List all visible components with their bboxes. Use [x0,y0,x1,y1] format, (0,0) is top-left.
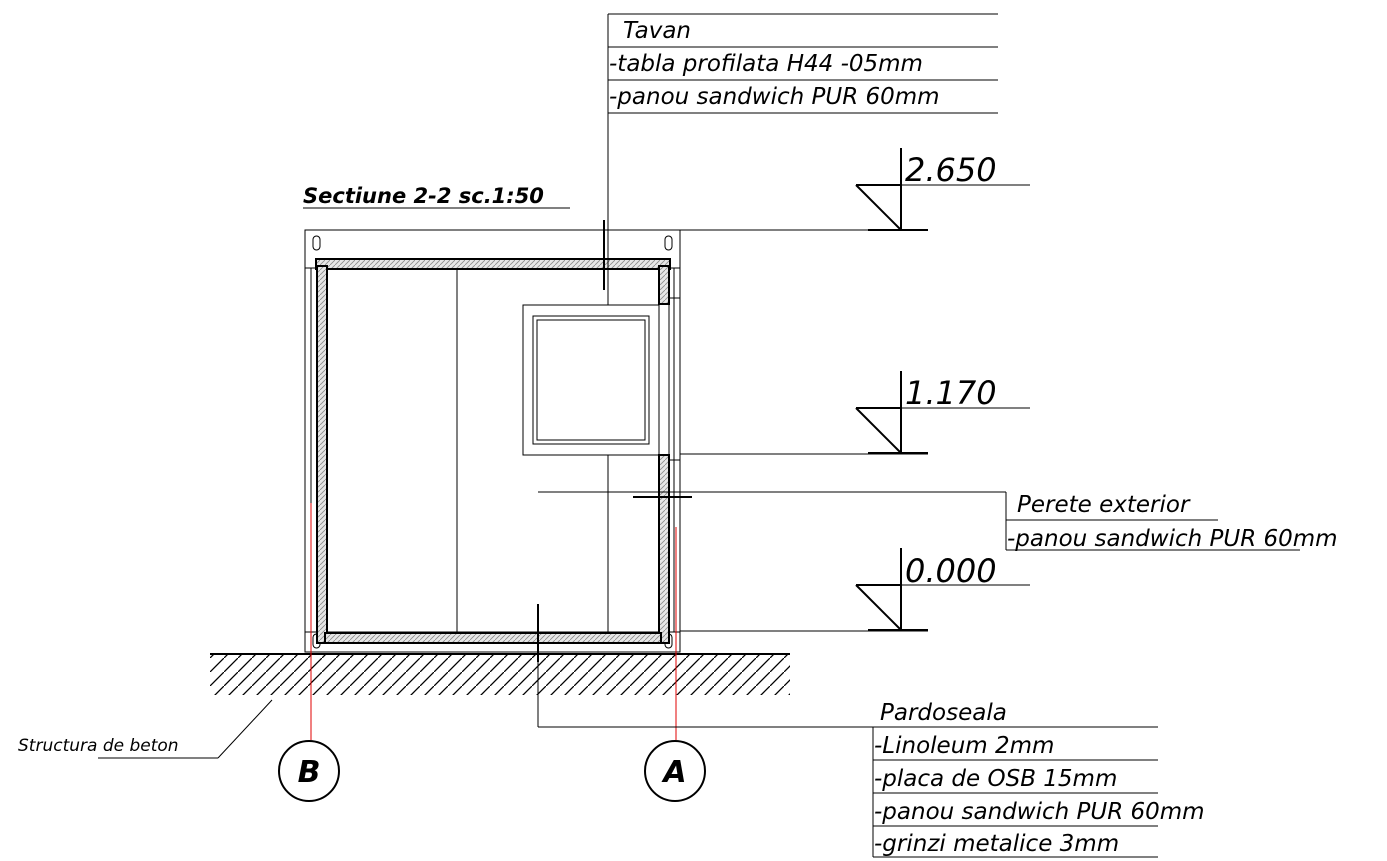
axis-label-b: B [298,755,321,790]
right-wall-panel-lower [658,454,670,644]
level-marker-top: 2.650 [855,148,1030,231]
axis-b: B [278,503,340,802]
soil-hatch [210,655,790,695]
axis-a: A [644,527,706,802]
level-marker-zero: 0.000 [855,548,1030,631]
corner-hole-icon [664,235,673,251]
corner-hole-icon [312,235,321,251]
window-sill-profile [668,297,681,461]
wall-heading: Perete exterior [1017,492,1191,518]
floor-layer: -panou sandwich PUR 60mm [874,799,1205,825]
level-lines [680,229,928,632]
wall-callout: Perete exterior -panou sandwich PUR 60mm [538,491,1338,552]
level-value-top: 2.650 [905,151,997,189]
level-triangle-icon [855,407,902,454]
axis-bubble-b [278,740,340,802]
floor-heading: Pardoseala [880,700,1007,726]
sandwich-panels [315,258,671,644]
window-glass [536,319,646,441]
level-marker-mid: 1.170 [855,371,1030,454]
axis-label-a: A [661,755,686,790]
level-triangle-icon [855,584,902,631]
level-triangle-icon [855,184,902,231]
floor-panel [324,632,662,644]
floor-layer: -placa de OSB 15mm [874,766,1117,792]
ceiling-callout: Tavan -tabla profilata H44 -05mm -panou … [603,13,998,300]
wall-layer: -panou sandwich PUR 60mm [1007,526,1338,552]
floor-callout: Pardoseala -Linoleum 2mm -placa de OSB 1… [537,604,1205,858]
axis-bubble-a [644,740,706,802]
right-wall-panel-upper [658,265,670,305]
ceiling-heading: Tavan [623,18,691,44]
level-value-zero: 0.000 [905,552,997,590]
ceiling-layer: -panou sandwich PUR 60mm [609,84,940,110]
frame-outline [304,229,681,653]
ceiling-layer: -tabla profilata H44 -05mm [609,51,923,77]
floor-layer: -Linoleum 2mm [874,733,1054,759]
foundation-callout: Structura de beton [18,699,273,759]
container-frame [304,229,681,653]
foundation-label: Structura de beton [18,736,179,756]
window-frame-outer [522,304,660,456]
floor-layer: -grinzi metalice 3mm [874,831,1119,857]
window [522,297,681,461]
foundation-leader [217,699,273,759]
ceiling-panel [315,258,671,270]
section-title-text: Sectiune 2-2 sc.1:50 [303,184,544,208]
section-title: Sectiune 2-2 sc.1:50 [303,184,570,209]
left-wall-panel [316,265,328,644]
window-frame-inner [532,315,650,445]
level-value-mid: 1.170 [905,374,997,412]
ground [210,653,790,695]
